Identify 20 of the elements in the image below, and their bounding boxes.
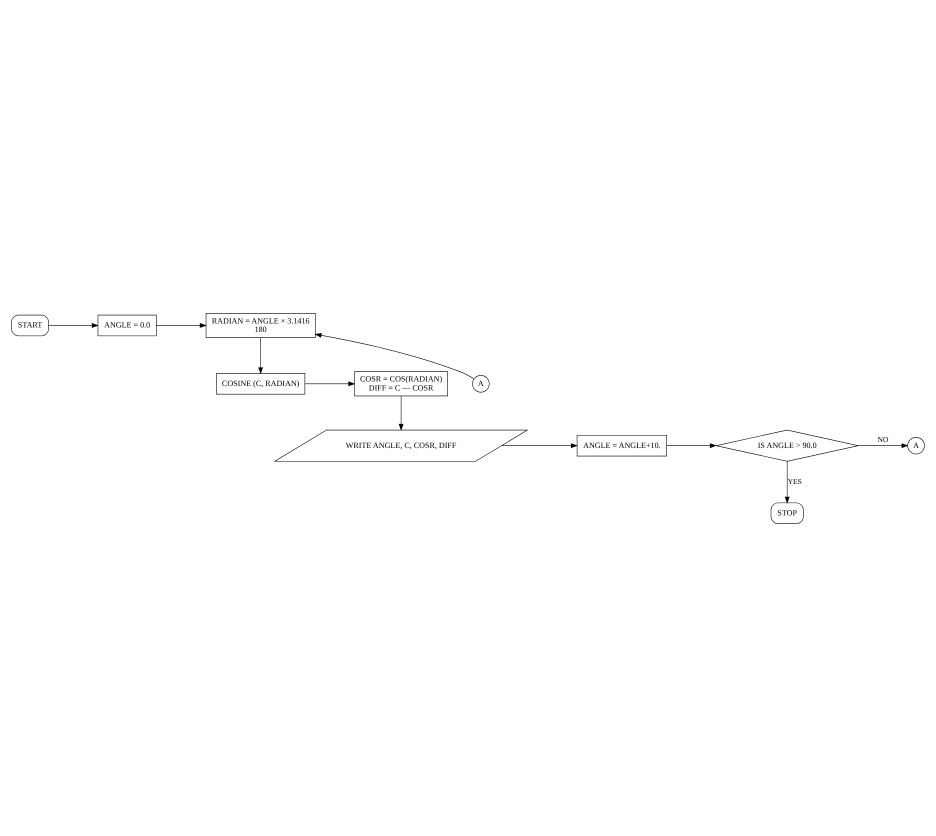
node-box: START bbox=[11, 314, 49, 336]
node-diamond: IS ANGLE > 90.0 bbox=[716, 429, 859, 462]
node-box: STOP bbox=[770, 502, 804, 524]
arrow bbox=[666, 442, 717, 448]
arrow bbox=[156, 322, 207, 328]
node-circle: A bbox=[472, 374, 490, 392]
node-box: ANGLE = 0.0 bbox=[98, 314, 157, 336]
node-box: COSINE (C, RADIAN) bbox=[216, 372, 306, 394]
arrow bbox=[258, 336, 264, 374]
arrow bbox=[784, 460, 790, 504]
arrow bbox=[501, 442, 578, 448]
arrow bbox=[858, 442, 908, 448]
node-circle: A bbox=[907, 436, 925, 454]
node-box: RADIAN = ANGLE × 3.1416 180 bbox=[206, 312, 316, 338]
arrow bbox=[48, 322, 99, 328]
arrow bbox=[314, 332, 474, 379]
arrow bbox=[398, 395, 404, 430]
arrow bbox=[304, 380, 356, 386]
node-box: COSR = COS(RADIAN) DIFF = C — COSR bbox=[354, 370, 448, 396]
node-box: ANGLE = ANGLE+10. bbox=[576, 434, 667, 456]
